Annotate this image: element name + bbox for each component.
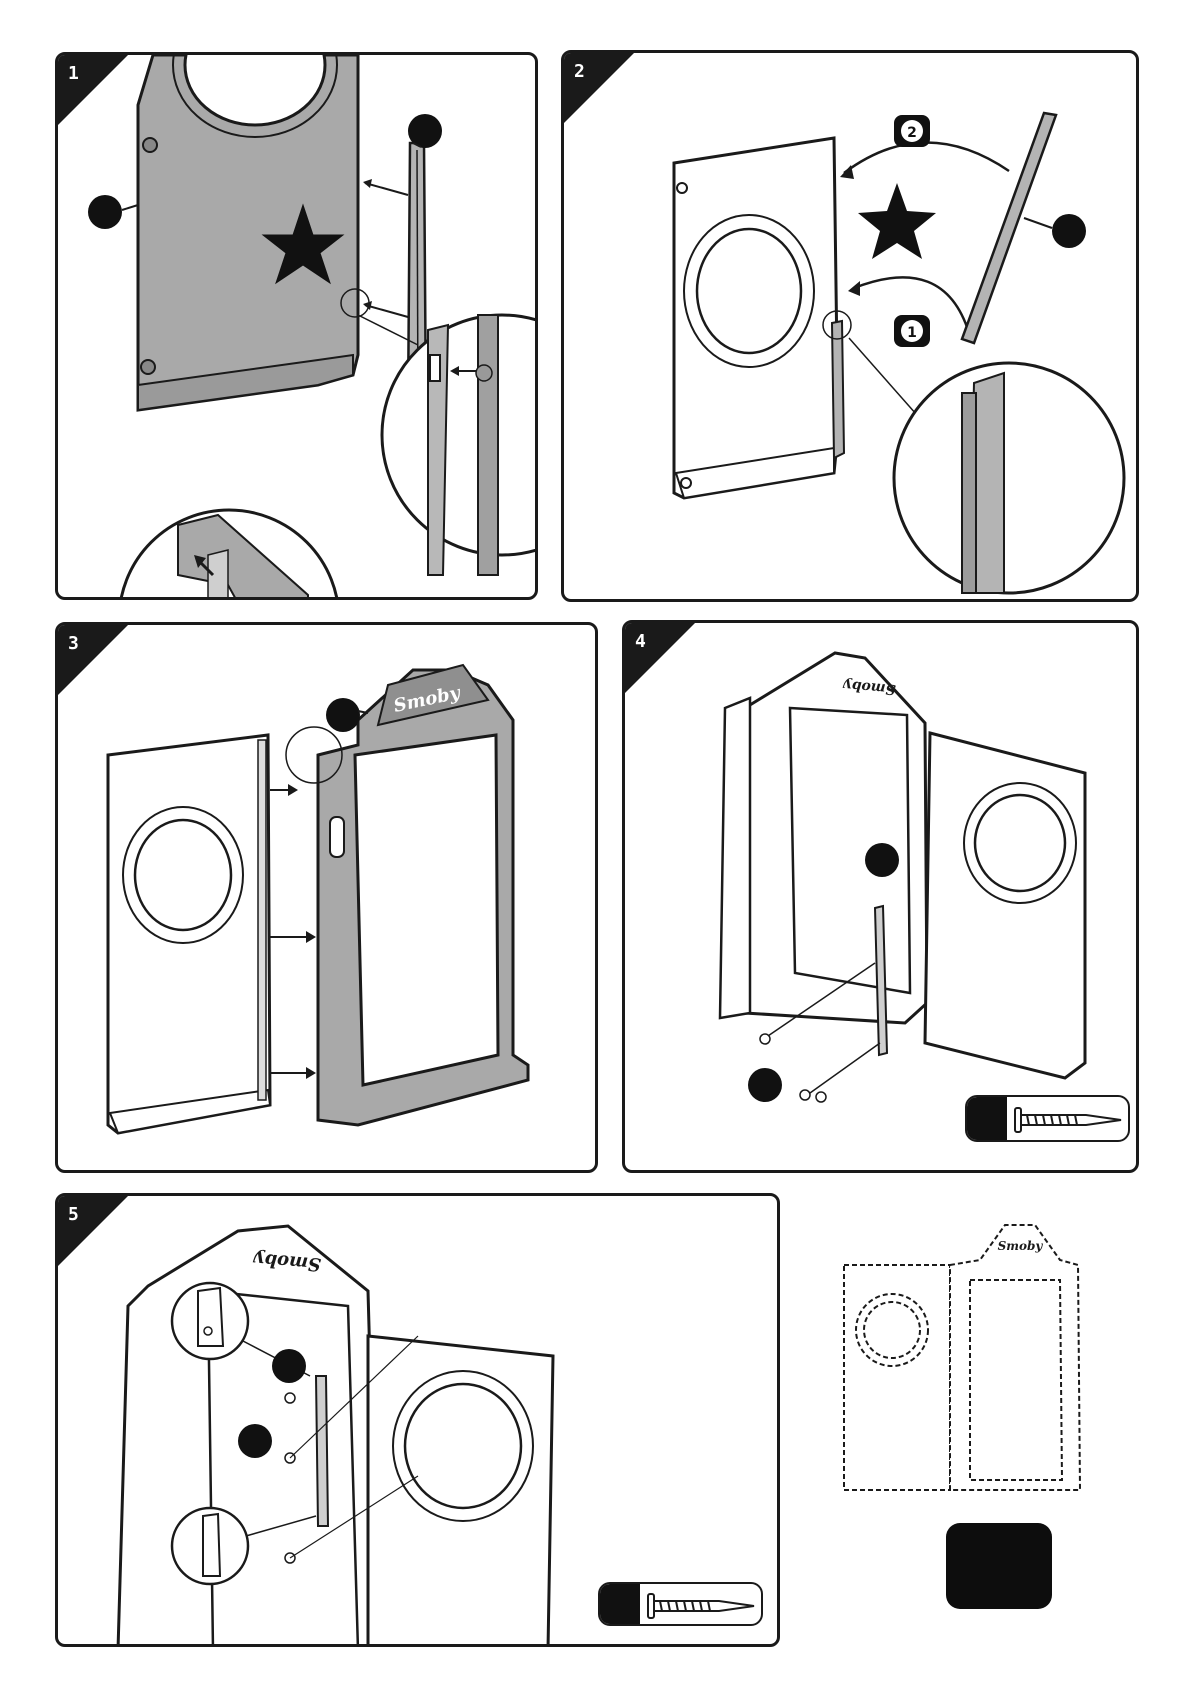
svg-text:Smoby: Smoby — [998, 1239, 1044, 1253]
step-2-illustration: 2 1 — [564, 53, 1139, 602]
callout-circle-icon — [272, 1349, 306, 1383]
magnify-circle-icon — [382, 315, 538, 555]
step-1-illustration — [58, 55, 538, 600]
step-4-illustration: Smoby — [625, 623, 1139, 1173]
svg-text:1: 1 — [907, 325, 917, 341]
star-icon — [858, 183, 936, 259]
callout-circle-icon — [88, 195, 122, 229]
final-badge — [946, 1523, 1052, 1609]
step-5-panel: 5 Smoby — [55, 1193, 780, 1647]
callout-circle-icon — [238, 1424, 272, 1458]
side-wall-panel — [108, 735, 270, 1133]
svg-text:Smoby: Smoby — [842, 677, 896, 698]
callout-circle-icon — [326, 698, 360, 732]
svg-text:2: 2 — [907, 125, 917, 141]
callout-circle-icon — [865, 843, 899, 877]
step-3-panel: 3 Smoby — [55, 622, 598, 1173]
step-5-illustration: Smoby — [58, 1196, 780, 1647]
rail-part — [316, 1376, 328, 1526]
magnify-circle-icon — [894, 363, 1124, 593]
callout-circle-icon — [748, 1068, 782, 1102]
screw-quantity-box — [965, 1095, 1130, 1142]
callout-circle-icon — [1052, 214, 1086, 248]
step-1-panel: 1 — [55, 52, 538, 600]
final-assembly-view: Smoby — [830, 1220, 1090, 1500]
rail-part — [962, 113, 1056, 343]
screw-icon — [644, 1586, 763, 1626]
screw-quantity-box — [598, 1582, 763, 1626]
screw-icon — [1011, 1100, 1130, 1140]
step-2-panel: 2 2 1 — [561, 50, 1139, 602]
step-4-panel: 4 Smoby — [622, 620, 1139, 1173]
step-3-illustration: Smoby — [58, 625, 598, 1173]
quantity-tab — [967, 1097, 1007, 1140]
quantity-tab — [600, 1584, 640, 1624]
